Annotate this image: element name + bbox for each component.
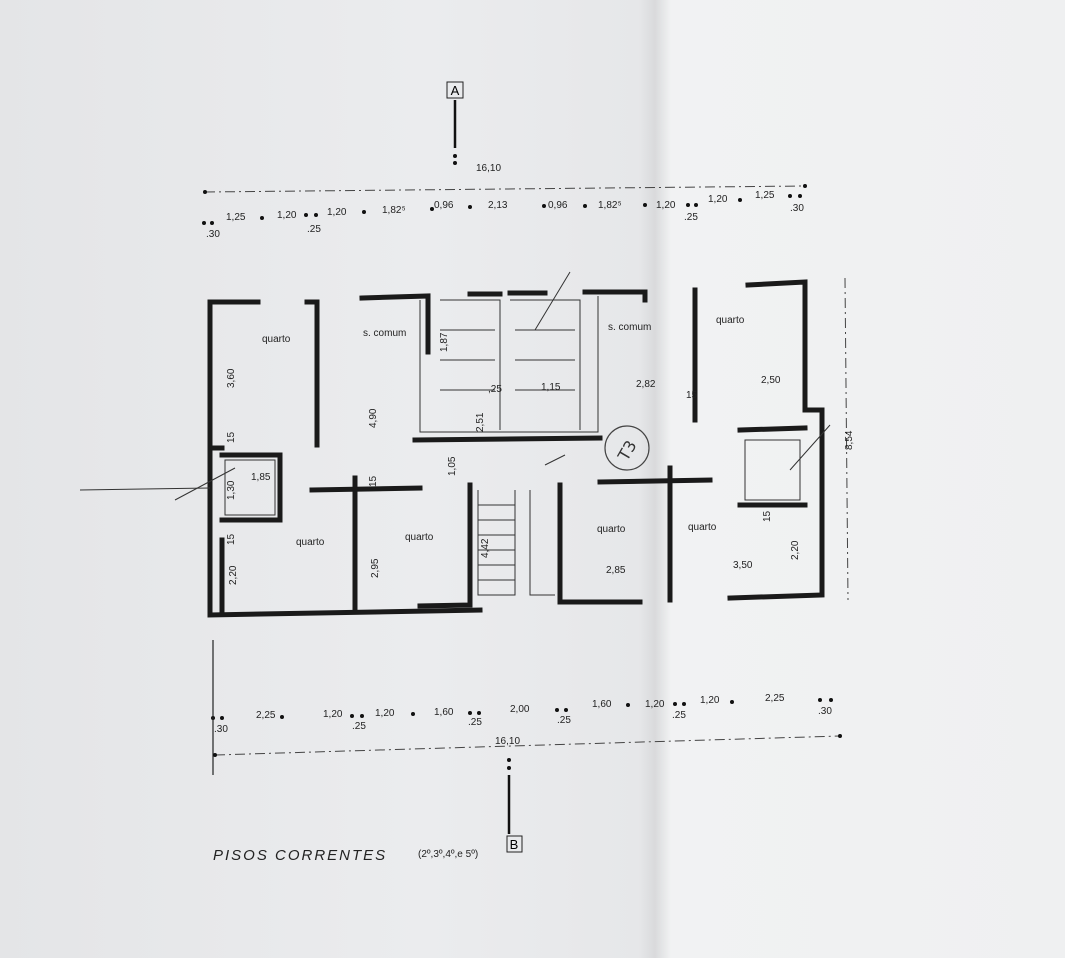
dim: .25	[307, 224, 321, 235]
dim: .25	[468, 717, 482, 728]
section-label-b: B	[510, 837, 519, 852]
overall-width-bottom: 16,10	[495, 736, 520, 747]
dim: 1,20	[375, 708, 395, 719]
dim: 1,25	[226, 212, 246, 223]
dim: 2,20	[228, 565, 239, 585]
dim: .30	[818, 706, 832, 717]
dim: 1,85	[251, 472, 271, 483]
section-label-a: A	[451, 83, 460, 98]
dim: 2,20	[790, 540, 801, 560]
overall-width-top: 16,10	[476, 163, 501, 174]
dim: 1,25	[755, 190, 775, 201]
dim: 2,25	[765, 693, 785, 704]
dim: 1,20	[323, 709, 343, 720]
plan-title: PISOS CORRENTES	[213, 847, 387, 864]
bottom-dimension-chain: .30 2,25 1,20 .25 1,20 1,60 .25 2,00 .25…	[211, 693, 833, 735]
dim: .25	[557, 715, 571, 726]
room-quarto: quarto	[296, 537, 325, 548]
inner-dimensions: 3,60 4,90 1,87 ,25 2,51 1,15 2,82 2,50 1…	[226, 332, 801, 585]
walls	[79, 271, 831, 618]
dim: 0,96	[548, 200, 568, 211]
section-marker-b: B	[506, 758, 523, 853]
dim: 1,20	[277, 210, 297, 221]
dim: 15	[368, 475, 379, 487]
room-quarto: quarto	[262, 334, 291, 345]
dim: 1,20	[327, 207, 347, 218]
dim: 4,42	[480, 538, 491, 558]
room-quarto: quarto	[405, 532, 434, 543]
dim: 1,87	[439, 332, 450, 352]
overall-depth: 8,54	[844, 430, 855, 450]
room-quarto: quarto	[597, 524, 626, 535]
dim: 3,50	[733, 560, 753, 571]
dim: 4,90	[368, 408, 379, 428]
dim: .30	[790, 203, 804, 214]
dim: 2,13	[488, 200, 508, 211]
dim: 2,51	[475, 412, 486, 432]
dim: 1,82⁵	[382, 205, 406, 216]
dim: 2,95	[370, 558, 381, 578]
dim: 1,15	[541, 382, 561, 393]
room-labels: quarto s. comum s. comum quarto quarto q…	[262, 315, 745, 548]
dim: 15	[226, 533, 237, 545]
dim: 15	[762, 510, 773, 522]
dim: .25	[684, 212, 698, 223]
dim: .30	[214, 724, 228, 735]
dim: .25	[352, 721, 366, 732]
section-marker-a: A	[446, 81, 464, 165]
room-sala-comum: s. comum	[608, 322, 651, 333]
dim: 1,82⁵	[598, 200, 622, 211]
top-dimension-chain: .30 1,25 1,20 .25 1,20 1,82⁵ 0,96 2,13 0…	[202, 190, 804, 240]
bottom-overall-dimension-line	[214, 735, 841, 756]
dim: 1,60	[592, 699, 612, 710]
dim: 1,20	[645, 699, 665, 710]
dim: .25	[672, 710, 686, 721]
dim: 3,60	[226, 368, 237, 388]
floors-note: (2º,3º,4º,e 5º)	[418, 849, 478, 860]
handwritten-annotation: T3	[604, 425, 650, 471]
dim: 2,50	[761, 375, 781, 386]
dim: 15	[226, 431, 237, 443]
dim: 2,25	[256, 710, 276, 721]
dim: 1,20	[656, 200, 676, 211]
room-quarto: quarto	[716, 315, 745, 326]
dim: 15	[686, 390, 698, 401]
room-sala-comum: s. comum	[363, 328, 406, 339]
dim: 1,60	[434, 707, 454, 718]
dim: 1,20	[708, 194, 728, 205]
dim: ,25	[488, 384, 502, 395]
handwritten-t3: T3	[614, 437, 641, 465]
dim: 2,82	[636, 379, 656, 390]
room-quarto: quarto	[688, 522, 717, 533]
dim: 1,20	[700, 695, 720, 706]
dim: .30	[206, 229, 220, 240]
dim: 1,05	[447, 456, 458, 476]
top-overall-dimension-line	[204, 185, 806, 193]
dim: 0,96	[434, 200, 454, 211]
dim: 2,85	[606, 565, 626, 576]
dim: 1,30	[226, 480, 237, 500]
dim: 2,00	[510, 704, 530, 715]
